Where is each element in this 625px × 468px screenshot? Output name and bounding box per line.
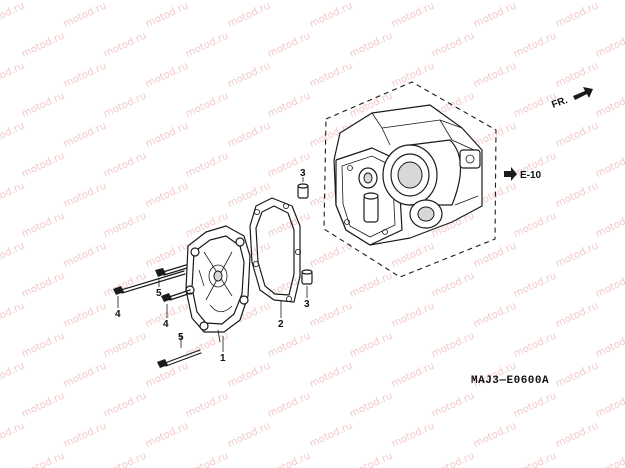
- dashed-outline: [323, 81, 497, 278]
- cross-reference: E-10: [504, 167, 542, 181]
- callout-3-dowel-lower: 3: [304, 299, 310, 310]
- leader-lines: [117, 177, 308, 352]
- callout-4-bolt-left: 4: [115, 309, 121, 320]
- diagram-code: MAJ3—E0600A: [471, 375, 549, 387]
- flange-bolt-upper: [155, 264, 188, 277]
- callout-4-bolt-long: 4: [163, 319, 169, 330]
- callout-1-cover: 1: [220, 353, 226, 364]
- callout-3-dowel-upper: 3: [300, 168, 306, 179]
- flange-bolt-bottom: [157, 349, 202, 368]
- side-cover: [185, 225, 251, 343]
- front-label: FR.: [550, 95, 569, 111]
- front-direction-indicator: FR.: [550, 87, 593, 111]
- gasket: [249, 197, 301, 303]
- reference-label: E-10: [520, 170, 542, 181]
- dowel-pin-lower: [301, 269, 313, 285]
- front-arrow-icon: [573, 87, 593, 100]
- flange-bolt-left: [113, 270, 186, 295]
- callout-5-bolt-lower: 5: [178, 332, 184, 343]
- callout-2-gasket: 2: [278, 319, 284, 330]
- engine-assembly-reference: [323, 81, 497, 278]
- flange-bolt-lower: [161, 289, 192, 302]
- callout-5-bolt-upper: 5: [156, 288, 162, 299]
- dowel-pin-upper: [297, 183, 309, 199]
- reference-arrow-icon: [504, 167, 517, 181]
